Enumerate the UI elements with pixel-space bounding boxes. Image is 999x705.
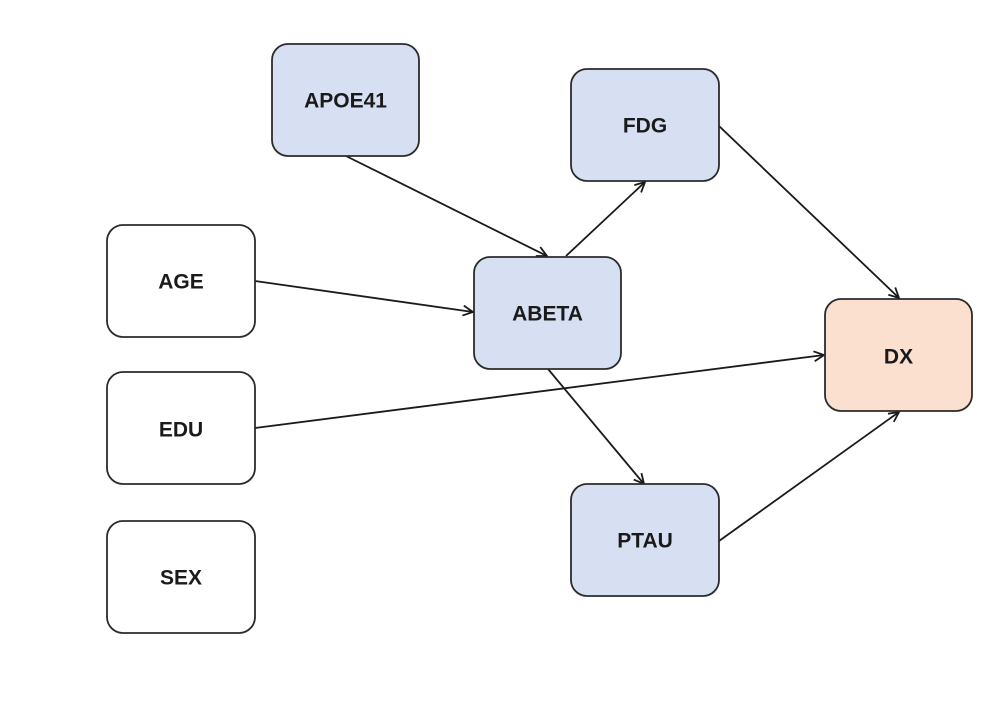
node-fdg-label: FDG [623,115,667,138]
node-edu-label: EDU [159,419,203,442]
node-abeta-box [473,256,622,370]
node-sex: SEX [106,520,256,634]
node-apoe41-box [271,43,420,157]
edges [254,125,899,542]
edge-age-to-abeta [254,280,473,312]
edge-abeta-to-fdg [565,182,645,257]
node-dx: DX [824,298,973,412]
node-ptau-label: PTAU [617,530,673,553]
node-apoe41-label: APOE41 [304,90,387,113]
node-dx-box [824,298,973,412]
edge-edu-to-dx [254,355,824,429]
node-sex-box [106,520,256,634]
edge-apoe41-to-abeta [345,155,547,256]
node-fdg-box [570,68,720,182]
node-ptau: PTAU [570,483,720,597]
node-age-label: AGE [158,271,204,294]
edge-ptau-to-dx [718,412,899,542]
node-sex-label: SEX [160,567,202,590]
edge-fdg-to-dx [718,125,899,298]
node-dx-label: DX [884,346,913,369]
node-edu: EDU [106,371,256,485]
node-abeta: ABETA [473,256,622,370]
node-edu-box [106,371,256,485]
node-abeta-label: ABETA [512,303,583,326]
node-age: AGE [106,224,256,338]
node-fdg: FDG [570,68,720,182]
node-age-box [106,224,256,338]
node-apoe41: APOE41 [271,43,420,157]
edge-abeta-to-ptau [547,368,644,484]
node-ptau-box [570,483,720,597]
